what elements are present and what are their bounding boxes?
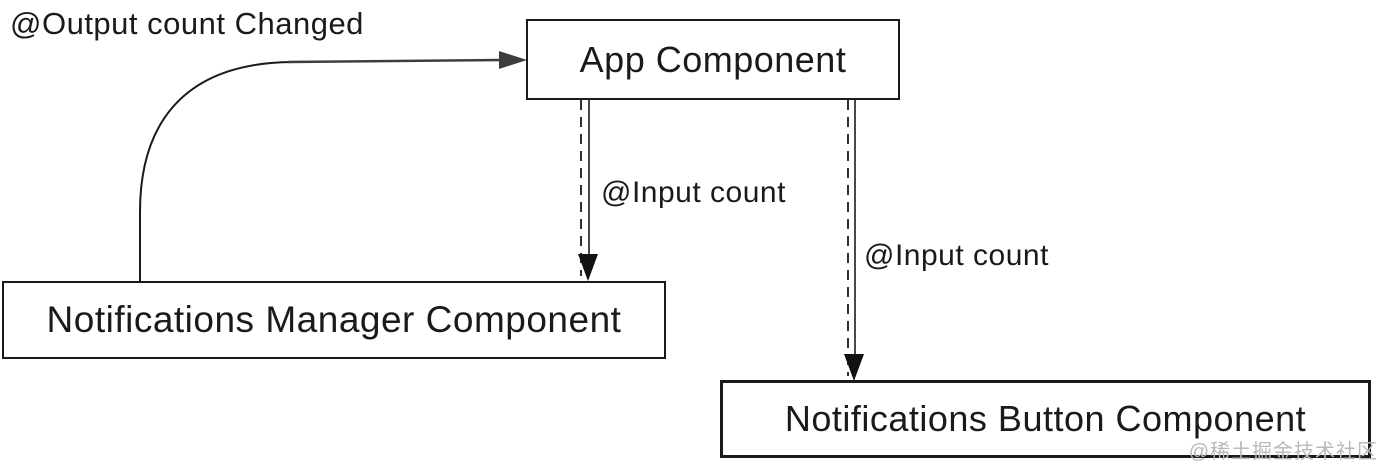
arrowhead-down-icon bbox=[844, 354, 864, 381]
edge-label-input-count-right: @Input count bbox=[864, 239, 1049, 272]
edge-label-output-count-changed: @Output count Changed bbox=[10, 6, 364, 41]
arrowhead-down-icon bbox=[578, 254, 598, 281]
edge-label-input-count-left: @Input count bbox=[601, 176, 786, 209]
arrowhead-right-icon bbox=[499, 51, 527, 69]
node-notifications-manager-component: Notifications Manager Component bbox=[2, 281, 666, 359]
watermark-text: @稀土掘金技术社区 bbox=[1188, 441, 1378, 463]
input-edge-right-arrow bbox=[844, 100, 864, 381]
node-app-component: App Component bbox=[526, 19, 900, 100]
output-edge-arrow bbox=[139, 51, 527, 281]
node-notifications-button-component: Notifications Button Component bbox=[720, 380, 1371, 458]
input-edge-left-arrow bbox=[578, 100, 598, 281]
